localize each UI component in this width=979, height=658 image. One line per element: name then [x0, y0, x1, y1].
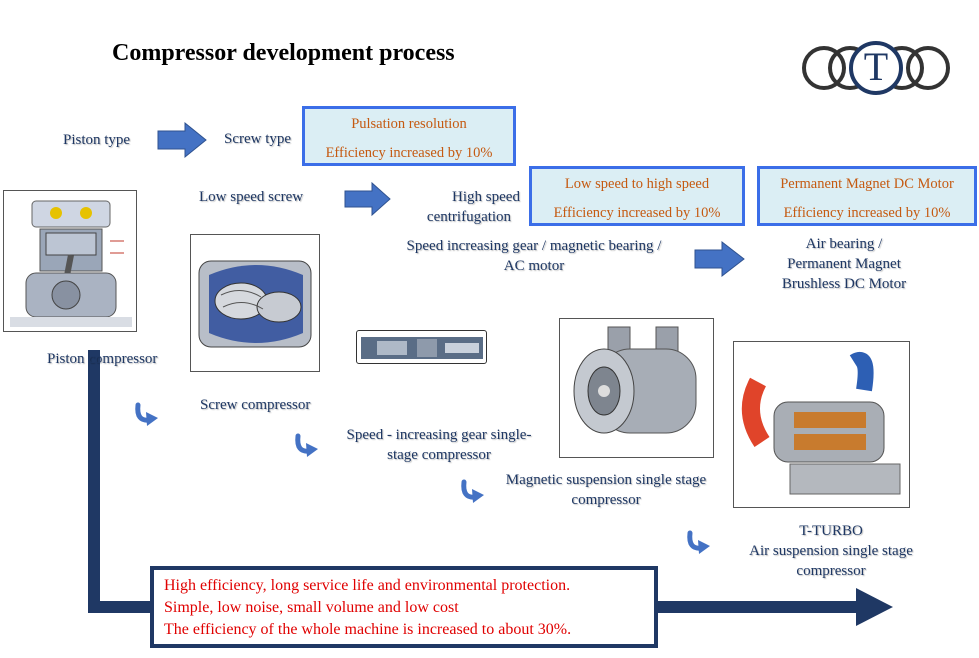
magnetic-compressor-image — [559, 318, 714, 458]
callout-low-to-high-speed: Low speed to high speed Efficiency incre… — [529, 166, 745, 226]
callout-low-to-high-line2: Efficiency increased by 10% — [553, 205, 721, 221]
label-piston-type: Piston type — [63, 132, 131, 148]
callout-pm-line2: Efficiency increased by 10% — [783, 205, 951, 221]
label-high-speed: High speed centrifugation — [418, 187, 542, 227]
summary-line2: Simple, low noise, small volume and low … — [164, 599, 459, 616]
label-speed-gear-line1: Speed increasing gear / magnetic bearing… — [406, 238, 662, 254]
piston-compressor-image — [3, 190, 137, 332]
curved-arrow-2-icon — [295, 433, 318, 457]
caption-tturbo-line2: Air suspension single stage — [749, 543, 913, 559]
caption-gear-compressor: Speed - increasing gear single- stage co… — [334, 425, 544, 465]
summary-line3: The efficiency of the whole machine is i… — [164, 621, 572, 638]
label-screw-type: Screw type — [224, 131, 292, 147]
callout-pm-line1: Permanent Magnet DC Motor — [780, 176, 954, 192]
callout-pulsation-line1: Pulsation resolution — [351, 116, 467, 132]
logo-letter: T — [863, 44, 889, 89]
page-title: Compressor development process — [112, 40, 455, 66]
curved-arrow-3-icon — [461, 479, 484, 503]
timeline-horizontal-bar-left — [88, 601, 152, 613]
callout-pulsation-line2: Efficiency increased by 10% — [325, 145, 493, 161]
caption-gear-line2: stage compressor — [387, 447, 491, 463]
curved-arrow-4-icon — [687, 530, 710, 554]
timeline-vertical-bar — [88, 350, 100, 613]
arrow-gear-to-airbearing-icon — [694, 240, 745, 278]
gear-compressor-image — [356, 330, 487, 364]
curved-arrow-1-icon — [135, 402, 158, 426]
caption-tturbo-compressor: T-TURBO Air suspension single stage comp… — [736, 521, 926, 581]
arrow-lowspeed-to-highspeed-icon — [344, 181, 391, 217]
label-low-speed-screw: Low speed screw — [199, 189, 304, 205]
logo-rings-icon — [802, 41, 950, 95]
tturbo-compressor-image — [733, 341, 910, 508]
label-air-bearing-line3: Brushless DC Motor — [781, 276, 907, 292]
label-speed-gear-line2: AC motor — [503, 258, 565, 274]
summary-box: High efficiency, long service life and e… — [150, 566, 658, 648]
caption-tturbo-line1: T-TURBO — [799, 523, 863, 539]
caption-magnetic-line2: compressor — [571, 492, 641, 508]
summary-line1: High efficiency, long service life and e… — [164, 577, 571, 594]
callout-pm-dc-motor: Permanent Magnet DC Motor Efficiency inc… — [757, 166, 977, 226]
caption-gear-line1: Speed - increasing gear single- — [346, 427, 532, 443]
label-air-bearing-line1: Air bearing / — [805, 236, 883, 252]
label-high-speed-line2: centrifugation — [426, 209, 512, 225]
caption-tturbo-line3: compressor — [796, 563, 866, 579]
caption-magnetic-line1: Magnetic suspension single stage — [505, 472, 707, 488]
timeline-horizontal-bar-right — [658, 601, 858, 613]
logo: T — [800, 38, 952, 98]
label-high-speed-line1: High speed — [452, 189, 520, 205]
caption-piston-compressor: Piston compressor — [47, 351, 158, 367]
caption-screw-compressor: Screw compressor — [200, 397, 311, 413]
label-air-bearing-line2: Permanent Magnet — [787, 256, 901, 272]
caption-magnetic-compressor: Magnetic suspension single stage compres… — [494, 470, 718, 510]
label-air-bearing: Air bearing / Permanent Magnet Brushless… — [764, 234, 924, 294]
callout-low-to-high-line1: Low speed to high speed — [564, 176, 710, 192]
arrow-piston-to-screw-icon — [157, 121, 207, 159]
callout-pulsation: Pulsation resolution Efficiency increase… — [302, 106, 516, 166]
screw-compressor-image — [190, 234, 320, 372]
label-speed-gear: Speed increasing gear / magnetic bearing… — [394, 236, 674, 276]
timeline-arrowhead-icon — [856, 588, 893, 626]
